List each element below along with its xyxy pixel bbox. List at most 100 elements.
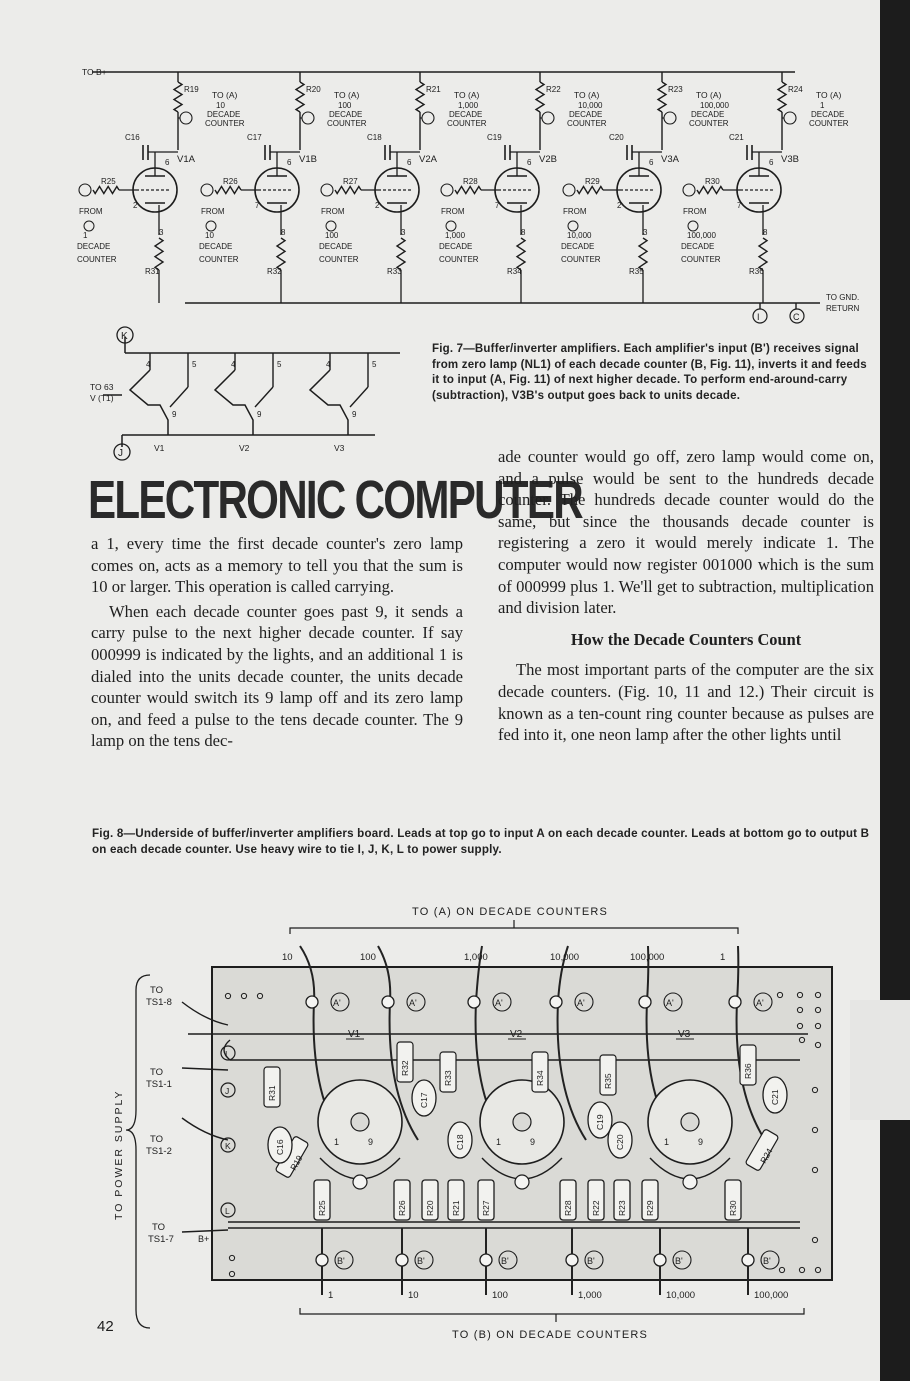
left-para-2: When each decade counter goes past 9, it…	[91, 601, 463, 751]
resistor-label: R26	[397, 1200, 407, 1216]
page-number: 42	[97, 1318, 114, 1335]
to-a-decade-number: 100,000	[700, 101, 729, 110]
resistor-body	[587, 1179, 605, 1221]
fig8-top-label: TO (A) ON DECADE COUNTERS	[412, 906, 608, 918]
a-prime-label: A'	[577, 998, 585, 1008]
resistor-label: R21	[451, 1200, 461, 1216]
from-label: FROM	[441, 207, 465, 216]
capacitor-label: C17	[419, 1092, 429, 1108]
to-a-label: TO (A)	[574, 90, 600, 100]
cathode-resistor-label: R36	[749, 267, 764, 276]
resistor-label: R29	[645, 1200, 655, 1216]
to-a-decade-number: 100	[338, 101, 352, 110]
resistor-label: R30	[728, 1200, 738, 1216]
from-decade-label: DECADE	[439, 242, 472, 251]
coupling-cap-label: C21	[729, 133, 744, 142]
resistor-symbol	[576, 185, 604, 195]
resistor-symbol	[172, 81, 184, 113]
from-decade-label: DECADE	[319, 242, 352, 251]
heater-j-label: J	[118, 448, 123, 459]
board-hole	[811, 1126, 819, 1134]
coupling-cap-label: C19	[487, 133, 502, 142]
tube-label: V2B	[539, 154, 557, 165]
plate-resistor-label: R24	[788, 85, 803, 94]
board-hole	[224, 992, 232, 1000]
b-terminal	[325, 220, 337, 232]
resistor-body	[447, 1179, 465, 1221]
pin-label: 2	[617, 201, 622, 210]
board-hole	[796, 991, 804, 999]
pin-label: 6	[649, 158, 654, 167]
to-ts-terminal: TS1-8	[146, 997, 172, 1008]
a-prime-terminal	[783, 111, 797, 125]
b-prime-label: B'	[501, 1256, 509, 1266]
pin-label: 7	[737, 201, 742, 210]
a-prime-terminal	[541, 111, 555, 125]
board-hole	[811, 1166, 819, 1174]
to-a-decade-label: DECADE	[207, 110, 240, 119]
a-prime-label: A'	[666, 998, 674, 1008]
tube-label: V3	[678, 1029, 691, 1040]
headline: ELECTRONIC COMPUTER	[88, 470, 584, 530]
heater-pin-label: 9	[352, 410, 357, 419]
cathode-resistor-label: R33	[387, 267, 402, 276]
to-ts-prefix: TO	[150, 1067, 163, 1078]
power-supply-label: TO POWER SUPPLY	[113, 1089, 125, 1220]
resistor-symbol	[534, 81, 546, 113]
b-prime-label: B'	[675, 1256, 683, 1266]
resistor-label: R32	[400, 1060, 410, 1076]
resistor-symbol	[92, 185, 120, 195]
board-hole	[798, 1036, 806, 1044]
top-lead-label: 1,000	[464, 952, 488, 963]
to-a-label: TO (A)	[334, 90, 360, 100]
capacitor-label: C18	[455, 1134, 465, 1150]
capacitor-body	[267, 1126, 293, 1164]
grid-resistor-label: R28	[463, 177, 478, 186]
a-prime-eyelet	[728, 995, 742, 1009]
pin-label: 6	[407, 158, 412, 167]
top-lead-label: 100	[360, 952, 376, 963]
from-counter-label: COUNTER	[439, 255, 479, 264]
from-decade-number: 100,000	[687, 231, 716, 240]
from-decade-label: DECADE	[561, 242, 594, 251]
resistor-symbol	[294, 81, 306, 113]
heater-tap	[254, 386, 274, 408]
capacitor-label: C19	[595, 1114, 605, 1130]
page-edge-gap	[850, 1000, 910, 1120]
from-label: FROM	[79, 207, 103, 216]
plate-resistor-label: R19	[184, 85, 199, 94]
b-prime-eyelet	[395, 1253, 409, 1267]
heater-pin-label: 4	[231, 360, 236, 369]
heater-filament	[213, 369, 254, 435]
resistor-label: R27	[481, 1200, 491, 1216]
resistor-body	[477, 1179, 495, 1221]
resistor-body	[313, 1179, 331, 1221]
b-prime-terminal	[562, 183, 576, 197]
b-prime-label: B'	[417, 1256, 425, 1266]
b-prime-marker	[334, 1250, 354, 1270]
pin-label: 6	[165, 158, 170, 167]
a-prime-label: A'	[495, 998, 503, 1008]
board-hole	[796, 1022, 804, 1030]
board-hole	[778, 1266, 786, 1274]
to-ts-prefix: TO	[150, 985, 163, 996]
fig8-board: TO (A) ON DECADE COUNTERS TO (B) ON DECA…	[113, 906, 833, 1341]
pin-label: 3	[643, 228, 648, 237]
resistor-label: R34	[535, 1070, 545, 1086]
resistor-symbol	[637, 237, 649, 271]
grid-resistor-label: R25	[101, 177, 116, 186]
page-edge-shadow	[880, 0, 910, 1381]
mount-screw	[352, 1174, 368, 1190]
a-prime-marker	[663, 992, 683, 1012]
resistor-symbol	[656, 81, 668, 113]
terminal-i	[752, 308, 768, 324]
socket-pin-label: 1	[496, 1137, 501, 1147]
heater-pin-label: 5	[277, 360, 282, 369]
to-ts-terminal: TS1-7	[148, 1234, 174, 1245]
b-prime-marker	[414, 1250, 434, 1270]
resistor-symbol	[153, 237, 165, 271]
